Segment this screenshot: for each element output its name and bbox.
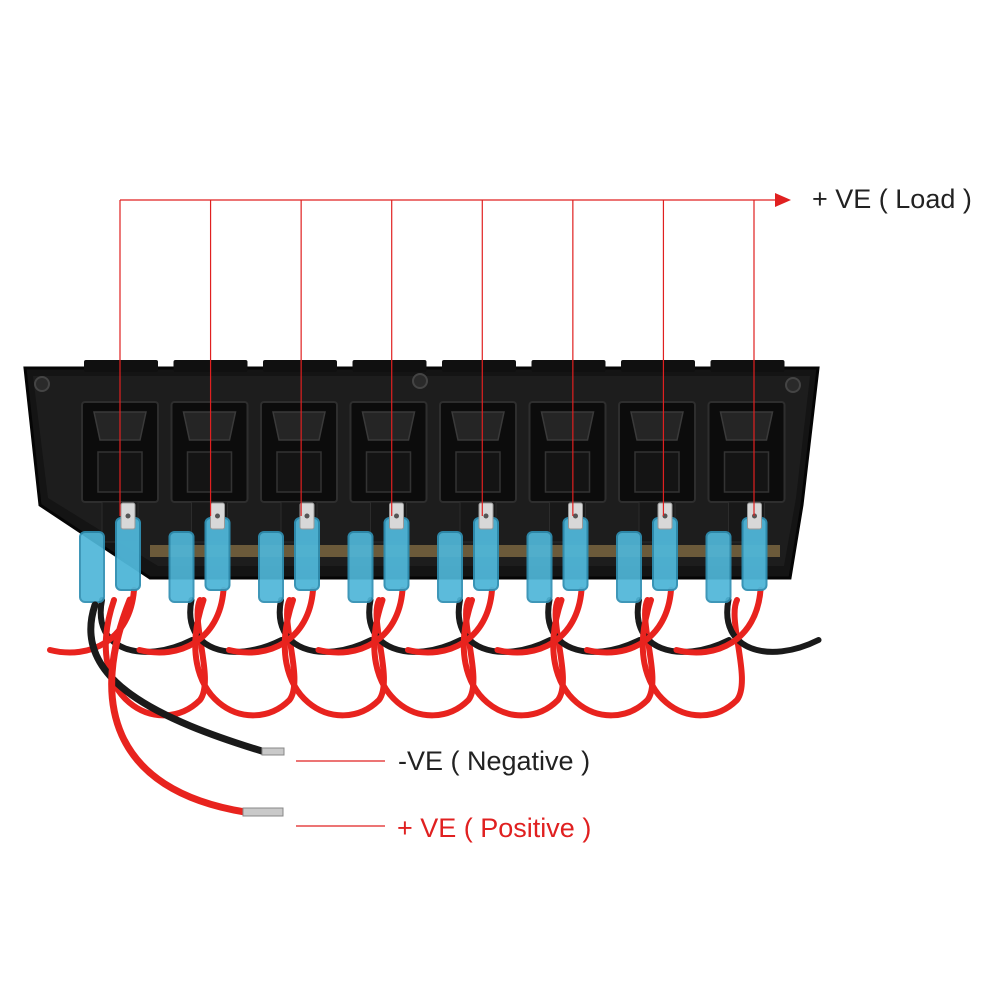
switch-terminal-block: [276, 451, 322, 493]
positive-label: + VE ( Positive ): [397, 813, 592, 843]
black-jumper-wire: [187, 597, 285, 655]
panel-screw-left: [34, 376, 50, 392]
rocker-switch-5: [439, 360, 517, 543]
annotation-lines: [119, 193, 791, 827]
wiring-loops: [47, 587, 822, 719]
connector-pair-7: [616, 502, 678, 603]
negative-wire: [87, 601, 269, 756]
switch-rocker: [540, 411, 595, 441]
positive-wire-tip: [242, 807, 284, 817]
switch-rocker: [272, 411, 326, 441]
switch-terminal-block: [365, 451, 412, 493]
load-drop-lines: [119, 200, 755, 516]
switch-top-lip: [710, 360, 785, 372]
red-lead-wire: [673, 587, 764, 656]
switch-rocker: [361, 411, 416, 441]
terminal-hole: [215, 513, 220, 519]
switch-rocker: [182, 411, 237, 441]
panel-screw-right: [785, 377, 801, 393]
negative-connector: [258, 531, 284, 603]
negative-connector: [437, 531, 463, 603]
black-jumper-wire: [276, 597, 374, 655]
black-jumper-wire: [634, 597, 732, 655]
black-jumper-wire: [97, 597, 195, 655]
switch-top-lip: [621, 360, 695, 372]
switch-rocker: [451, 411, 505, 441]
switch-rocker: [719, 411, 774, 441]
black-jumper-wire: [455, 597, 553, 655]
panel-strip: [150, 545, 780, 557]
negative-connector: [616, 531, 642, 603]
negative-connector: [526, 531, 553, 603]
black-jumper-wire: [724, 597, 822, 655]
load-arrow-icon: [775, 193, 791, 207]
connector-pair-1: [79, 502, 141, 603]
load-label: + VE ( Load ): [812, 184, 972, 214]
supply-wires: [87, 596, 285, 817]
negative-label: -VE ( Negative ): [398, 746, 591, 776]
negative-connector: [347, 531, 374, 603]
switch-terminal-block: [455, 451, 501, 493]
connector-pair-2: [168, 502, 231, 603]
terminal-hole: [125, 513, 131, 519]
switch-terminal-block: [634, 451, 680, 493]
terminal-hole: [304, 513, 310, 519]
connector-pair-3: [258, 502, 320, 603]
connector-pair-6: [526, 502, 589, 603]
terminal-hole: [483, 513, 489, 519]
switch-top-lip: [84, 360, 158, 372]
switch-terminal-block: [186, 451, 233, 493]
black-jumper-wire: [366, 597, 464, 655]
rocker-switch-7: [618, 360, 696, 543]
connector-pair-4: [347, 502, 410, 603]
negative-connector: [168, 531, 195, 603]
switch-top-lip: [263, 360, 337, 372]
panel-screw-center: [412, 373, 428, 389]
switch-top-lip: [442, 360, 516, 372]
negative-wire-tip: [261, 747, 285, 756]
terminal-hole: [394, 513, 399, 519]
switch-terminal-block: [723, 451, 770, 493]
negative-connector: [705, 531, 732, 603]
rocker-switches: [81, 360, 786, 543]
switch-rocker: [630, 411, 684, 441]
negative-connector: [79, 531, 105, 603]
black-jumper-wire: [545, 597, 643, 655]
switch-top-lip: [352, 360, 427, 372]
switch-terminal-block: [544, 451, 591, 493]
positive-wire: [108, 596, 249, 816]
terminal-hole: [573, 513, 578, 519]
switch-top-lip: [531, 360, 606, 372]
